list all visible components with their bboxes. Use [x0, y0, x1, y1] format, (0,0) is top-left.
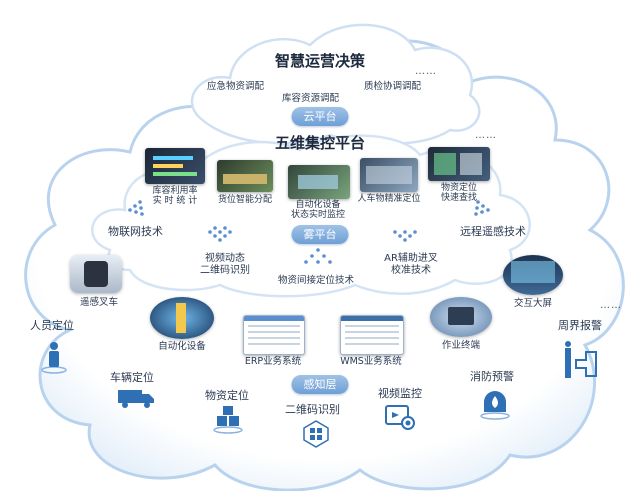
card-image-capacity	[145, 148, 205, 184]
boxes-icon	[213, 406, 243, 434]
erp-image	[243, 315, 305, 355]
perception-perimeter-label: 周界报警	[558, 319, 602, 332]
qr-code-icon	[303, 420, 329, 448]
screen-image	[503, 255, 563, 295]
platform-title: 五维集控平台	[274, 134, 366, 152]
fog-tech-video: 视频动态二维码识别	[200, 253, 250, 276]
perception-fire-label: 消防预警	[470, 370, 514, 383]
perception-qr-label: 二维码识别	[285, 403, 340, 416]
card-label-positioning: 人车物精准定位	[357, 194, 421, 204]
perception-layer-badge: 感知层	[291, 375, 349, 394]
dot-arrows	[128, 200, 490, 264]
automation-image	[150, 297, 214, 339]
cloud-item-1: 应急物资调配	[207, 81, 265, 92]
card-label-equipment: 自动化设备状态实时监控	[290, 200, 346, 220]
fog-tech-remote: 远程遥感技术	[460, 225, 526, 238]
forklift-image	[70, 255, 122, 293]
cloud-platform-badge: 云平台	[291, 107, 349, 126]
edge-item-automation: 自动化设备	[158, 341, 206, 352]
terminal-image	[430, 297, 492, 337]
truck-icon	[118, 390, 154, 408]
card-label-search: 物资定位快速查找	[440, 183, 478, 203]
fog-tech-ar: AR辅助进叉校准技术	[384, 253, 438, 276]
edge-item-terminal: 作业终端	[441, 340, 481, 351]
perimeter-alarm-icon	[565, 341, 597, 378]
card-image-equipment	[288, 165, 350, 199]
platform-more: ……	[475, 130, 497, 141]
edge-item-forklift: 遥感叉车	[79, 297, 119, 308]
edge-item-wms: WMS业务系统	[340, 356, 402, 367]
fog-platform-badge: 雾平台	[291, 225, 349, 244]
edge-more: ……	[600, 300, 622, 311]
camera-icon	[385, 405, 415, 430]
cloud-item-2: 库容资源调配	[282, 93, 340, 104]
perception-vehicle-label: 车辆定位	[110, 371, 154, 384]
perception-video-label: 视频监控	[378, 387, 422, 400]
fire-alarm-icon	[480, 391, 510, 420]
card-image-slot	[217, 160, 273, 192]
perception-person-label: 人员定位	[30, 319, 74, 332]
wms-image	[340, 315, 404, 355]
card-label-capacity: 库容利用率实 时 统 计	[152, 186, 198, 206]
edge-item-screen: 交互大屏	[513, 298, 553, 309]
fog-tech-iot: 物联网技术	[108, 225, 163, 238]
perception-goods-label: 物资定位	[205, 389, 249, 402]
card-image-positioning	[360, 158, 418, 192]
cloud-more: ……	[415, 66, 437, 77]
cloud-item-3: 质检协调调配	[364, 81, 422, 92]
person-icon	[41, 342, 67, 374]
edge-item-erp: ERP业务系统	[244, 356, 302, 367]
card-label-slot: 货位智能分配	[217, 195, 273, 205]
fog-tech-indirect: 物资间接定位技术	[277, 275, 355, 286]
card-image-search	[428, 147, 490, 181]
cloud-title: 智慧运营决策	[274, 52, 366, 70]
